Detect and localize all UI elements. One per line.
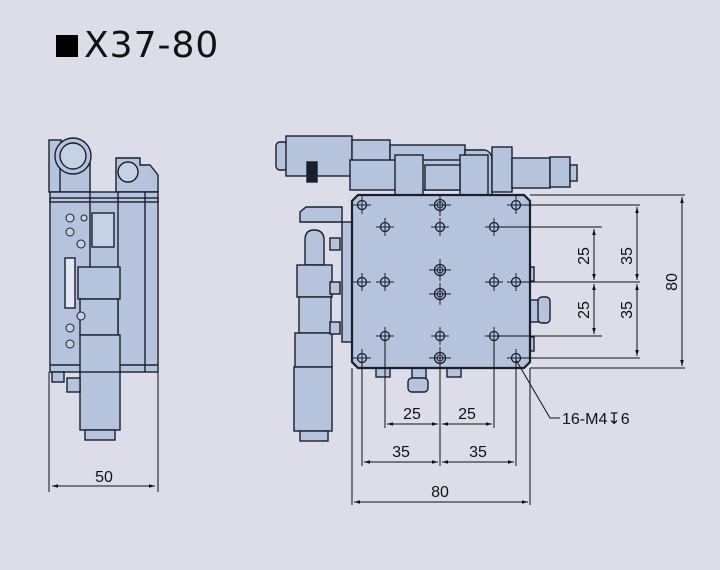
horizontal-dimensions	[351, 336, 531, 505]
dim-h-inner-left: 25	[403, 406, 421, 423]
side-width-dimension	[48, 372, 159, 492]
side-width-label: 50	[95, 469, 113, 486]
model-number: X37-80	[84, 25, 220, 66]
dim-v-overall: 80	[664, 273, 681, 291]
dim-h-overall: 80	[431, 484, 449, 501]
dim-h-mid-right: 35	[469, 444, 487, 461]
dim-h-inner-right: 25	[458, 406, 476, 423]
dim-v-mid-bottom: 35	[619, 301, 636, 319]
title-square-icon	[56, 35, 78, 57]
side-view	[48, 137, 159, 441]
dim-v-inner-top: 25	[576, 247, 593, 265]
dim-v-mid-top: 35	[619, 247, 636, 265]
vertical-dimensions	[494, 194, 685, 369]
dim-h-mid-left: 35	[392, 444, 410, 461]
top-view	[275, 135, 578, 442]
dim-v-inner-bottom: 25	[576, 301, 593, 319]
hole-callout-label: 16-M4↧6	[562, 411, 630, 428]
callout-leader	[515, 359, 560, 419]
drawing-title: X37-80	[56, 28, 219, 64]
